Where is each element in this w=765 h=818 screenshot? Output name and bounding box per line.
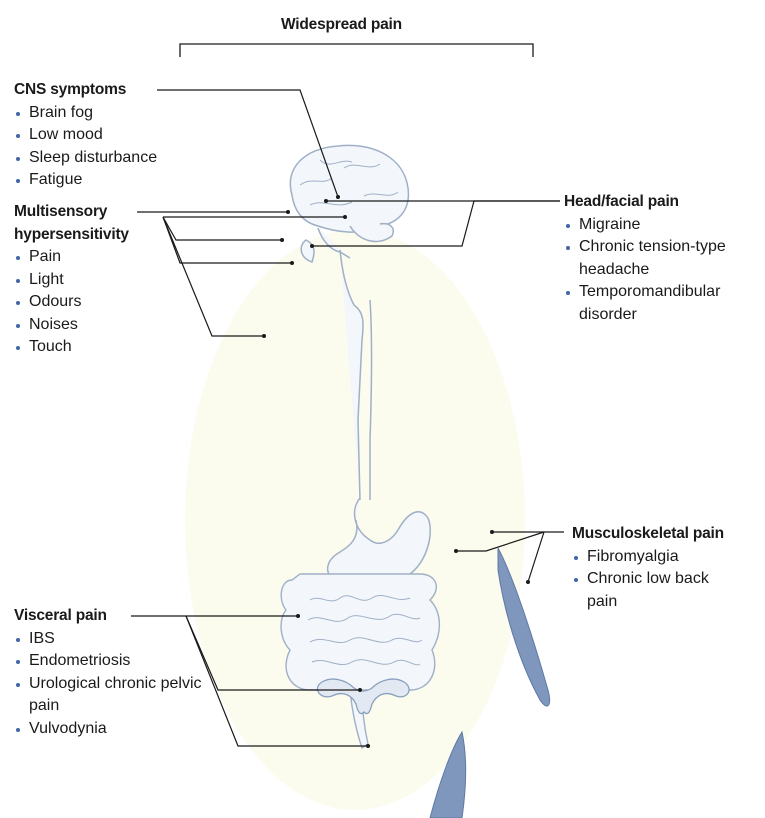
multisensory-list: Pain Light Odours Noises Touch — [14, 246, 129, 359]
visceral-heading: Visceral pain — [14, 605, 204, 628]
list-item: Fibromyalgia — [572, 546, 712, 569]
head-facial-heading: Head/facial pain — [564, 191, 759, 214]
list-item: Light — [14, 269, 129, 292]
list-item: Noises — [14, 314, 129, 337]
head-facial-group: Head/facial pain Migraine Chronic tensio… — [564, 191, 759, 326]
widespread-bracket — [180, 44, 533, 57]
list-item: Chronic low back pain — [572, 568, 712, 613]
list-item: Low mood — [14, 124, 157, 147]
cns-list: Brain fog Low mood Sleep disturbance Fat… — [14, 102, 157, 192]
visceral-list: IBS Endometriosis Urological chronic pel… — [14, 628, 204, 741]
list-item: Fatigue — [14, 169, 157, 192]
list-item: Pain — [14, 246, 129, 269]
list-item: Vulvodynia — [14, 718, 204, 741]
list-item: Temporomandibular disorder — [564, 281, 759, 326]
multisensory-group: Multisensory hypersensitivity Pain Light… — [14, 201, 129, 359]
cns-heading: CNS symptoms — [14, 79, 157, 102]
list-item: Urological chronic pelvic pain — [14, 673, 204, 718]
list-item: Brain fog — [14, 102, 157, 125]
head-facial-list: Migraine Chronic tension-type headache T… — [564, 214, 759, 327]
list-item: IBS — [14, 628, 204, 651]
multisensory-heading-line1: Multisensory — [14, 201, 129, 224]
musculoskeletal-heading: Musculoskeletal pain — [572, 523, 762, 546]
musculoskeletal-list: Fibromyalgia Chronic low back pain — [572, 546, 712, 614]
visceral-group: Visceral pain IBS Endometriosis Urologic… — [14, 605, 204, 740]
list-item: Endometriosis — [14, 650, 204, 673]
list-item: Sleep disturbance — [14, 147, 157, 170]
list-item: Touch — [14, 336, 129, 359]
multisensory-heading-line2: hypersensitivity — [14, 224, 129, 247]
list-item: Odours — [14, 291, 129, 314]
diagram-title: Widespread pain — [281, 14, 402, 37]
cns-group: CNS symptoms Brain fog Low mood Sleep di… — [14, 79, 157, 192]
musculoskeletal-group: Musculoskeletal pain Fibromyalgia Chroni… — [572, 523, 762, 613]
list-item: Migraine — [564, 214, 759, 237]
list-item: Chronic tension-type headache — [564, 236, 759, 281]
